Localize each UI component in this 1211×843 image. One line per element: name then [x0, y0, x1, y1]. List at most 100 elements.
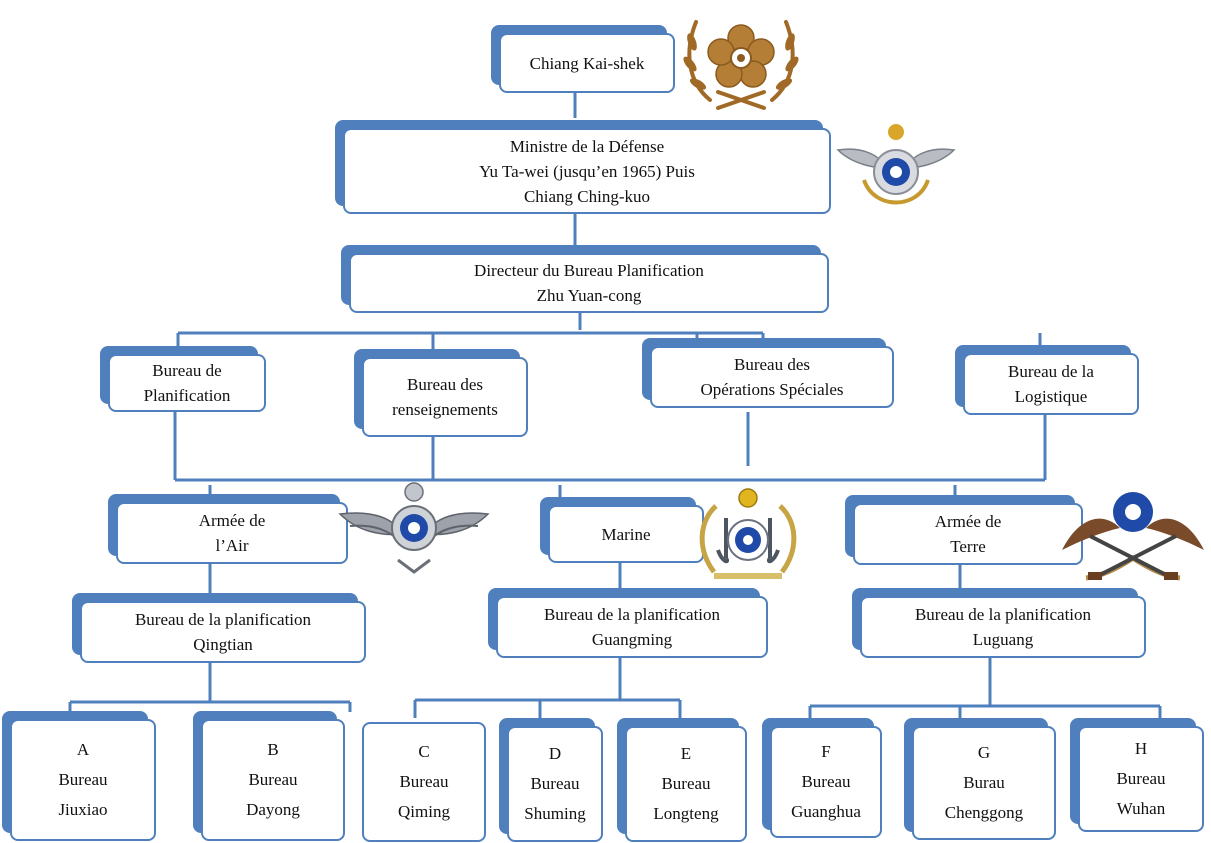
node-line: Burau: [963, 773, 1005, 792]
node-line: Bureau des: [733, 355, 810, 374]
node-line: Bureau: [661, 774, 711, 793]
node-line: D: [548, 744, 562, 763]
node-card: Chiang Kai-shek: [499, 33, 675, 93]
node-card: Marine: [548, 505, 704, 563]
node-line: E: [680, 744, 692, 763]
node-card: Directeur du Bureau Planification Zhu Yu…: [349, 253, 829, 313]
node-marine: Marine: [540, 497, 704, 563]
node-card: H Bureau Wuhan: [1078, 726, 1204, 832]
connector: [808, 658, 1162, 718]
node-armee-terre: Armée de Terre: [845, 495, 1083, 565]
node-line: Opérations Spéciales: [700, 380, 844, 399]
node-line: Chiang Ching-kuo: [523, 186, 651, 206]
node-line: Bureau de la planification: [543, 605, 721, 624]
node-line: Bureau des: [406, 375, 483, 394]
node-line: Chiang Kai-shek: [529, 53, 645, 73]
node-line: Zhu Yuan-cong: [536, 286, 642, 305]
node-bureau-d: D Bureau Shuming: [499, 718, 603, 842]
node-card: Armée de l’Air: [116, 502, 348, 564]
connector: [413, 653, 682, 718]
node-card: B Bureau Dayong: [201, 719, 345, 841]
node-line: Bureau: [801, 772, 851, 791]
node-line: Shuming: [524, 804, 586, 823]
node-bureau-luguang: Bureau de la planification Luguang: [852, 588, 1146, 658]
node-card: Armée de Terre: [853, 503, 1083, 565]
node-line: Bureau: [58, 770, 108, 789]
node-line: F: [821, 742, 831, 761]
node-bureau-b: B Bureau Dayong: [193, 711, 345, 841]
node-ministre-defense: Ministre de la Défense Yu Ta-wei (jusqu’…: [335, 120, 831, 214]
node-line: Bureau de la: [1008, 362, 1094, 381]
node-bureau-operations-speciales: Bureau des Opérations Spéciales: [642, 338, 894, 408]
node-card: Bureau de la planification Luguang: [860, 596, 1146, 658]
node-line: Longteng: [653, 804, 719, 823]
node-bureau-guangming: Bureau de la planification Guangming: [488, 588, 768, 658]
node-line: Marine: [601, 524, 651, 544]
node-line: Terre: [950, 537, 986, 556]
node-line: Ministre de la Défense: [509, 136, 665, 156]
node-line: Chenggong: [944, 803, 1024, 822]
node-card: A Bureau Jiuxiao: [10, 719, 156, 841]
node-line: Bureau: [530, 774, 580, 793]
node-line: Luguang: [972, 630, 1034, 649]
node-card: Bureau de la planification Guangming: [496, 596, 768, 658]
node-line: Wuhan: [1116, 799, 1166, 818]
node-line: Bureau de la planification: [914, 605, 1092, 624]
node-card: Bureau de la Logistique: [963, 353, 1139, 415]
node-line: Qiming: [398, 802, 450, 821]
node-chiang-kai-shek: Chiang Kai-shek: [491, 25, 675, 93]
node-line: Qingtian: [193, 635, 253, 654]
node-bureau-g: G Burau Chenggong: [904, 718, 1056, 840]
node-card: C Bureau Qiming: [362, 722, 486, 842]
president-wreath-emblem-icon: [683, 20, 799, 110]
connector: [173, 410, 1047, 482]
node-bureau-f: F Bureau Guanghua: [762, 718, 882, 838]
node-card: D Bureau Shuming: [507, 726, 603, 842]
node-line: C: [418, 742, 430, 761]
node-line: Dayong: [246, 800, 300, 819]
node-line: Armée de: [198, 511, 266, 530]
army-rifles-wreath-emblem-icon: [1062, 492, 1204, 581]
node-bureau-a: A Bureau Jiuxiao: [2, 711, 156, 841]
node-line: Logistique: [1014, 387, 1088, 406]
node-line: Jiuxiao: [58, 800, 108, 819]
node-card: G Burau Chenggong: [912, 726, 1056, 840]
node-line: Guangming: [591, 630, 673, 649]
node-line: Bureau: [248, 770, 298, 789]
node-line: renseignements: [392, 400, 498, 419]
connector: [208, 558, 962, 594]
node-bureau-qingtian: Bureau de la planification Qingtian: [72, 593, 366, 663]
node-line: l’Air: [215, 536, 249, 555]
navy-anchor-emblem-icon: [699, 488, 797, 579]
node-line: Bureau de la planification: [134, 610, 312, 629]
node-bureau-renseignements: Bureau des renseignements: [354, 349, 528, 437]
node-line: Bureau: [399, 772, 449, 791]
node-card: Bureau de Planification: [108, 354, 266, 412]
node-bureau-logistique: Bureau de la Logistique: [955, 345, 1139, 415]
node-bureau-c: C Bureau Qiming: [362, 722, 486, 842]
node-line: Bureau: [1116, 769, 1166, 788]
node-line: G: [977, 743, 991, 762]
node-line: Bureau de: [152, 361, 222, 380]
node-bureau-e: E Bureau Longteng: [617, 718, 747, 842]
node-card: F Bureau Guanghua: [770, 726, 882, 838]
node-bureau-h: H Bureau Wuhan: [1070, 718, 1204, 832]
node-card: Bureau de la planification Qingtian: [80, 601, 366, 663]
node-directeur: Directeur du Bureau Planification Zhu Yu…: [341, 245, 829, 313]
node-line: Guanghua: [791, 802, 861, 821]
node-line: Armée de: [934, 512, 1002, 531]
connector: [68, 662, 352, 712]
node-card: Bureau des Opérations Spéciales: [650, 346, 894, 408]
node-armee-air: Armée de l’Air: [108, 494, 348, 564]
node-line: Yu Ta-wei (jusqu’en 1965) Puis: [479, 161, 695, 181]
node-bureau-planification: Bureau de Planification: [100, 346, 266, 412]
connector: [176, 312, 1042, 352]
node-line: Planification: [143, 386, 231, 405]
node-line: Directeur du Bureau Planification: [474, 261, 704, 280]
node-card: Ministre de la Défense Yu Ta-wei (jusqu’…: [343, 128, 831, 214]
armed-forces-emblem-icon: [836, 124, 956, 205]
node-line: H: [1134, 739, 1148, 758]
node-card: Bureau des renseignements: [362, 357, 528, 437]
node-line: A: [76, 740, 90, 759]
